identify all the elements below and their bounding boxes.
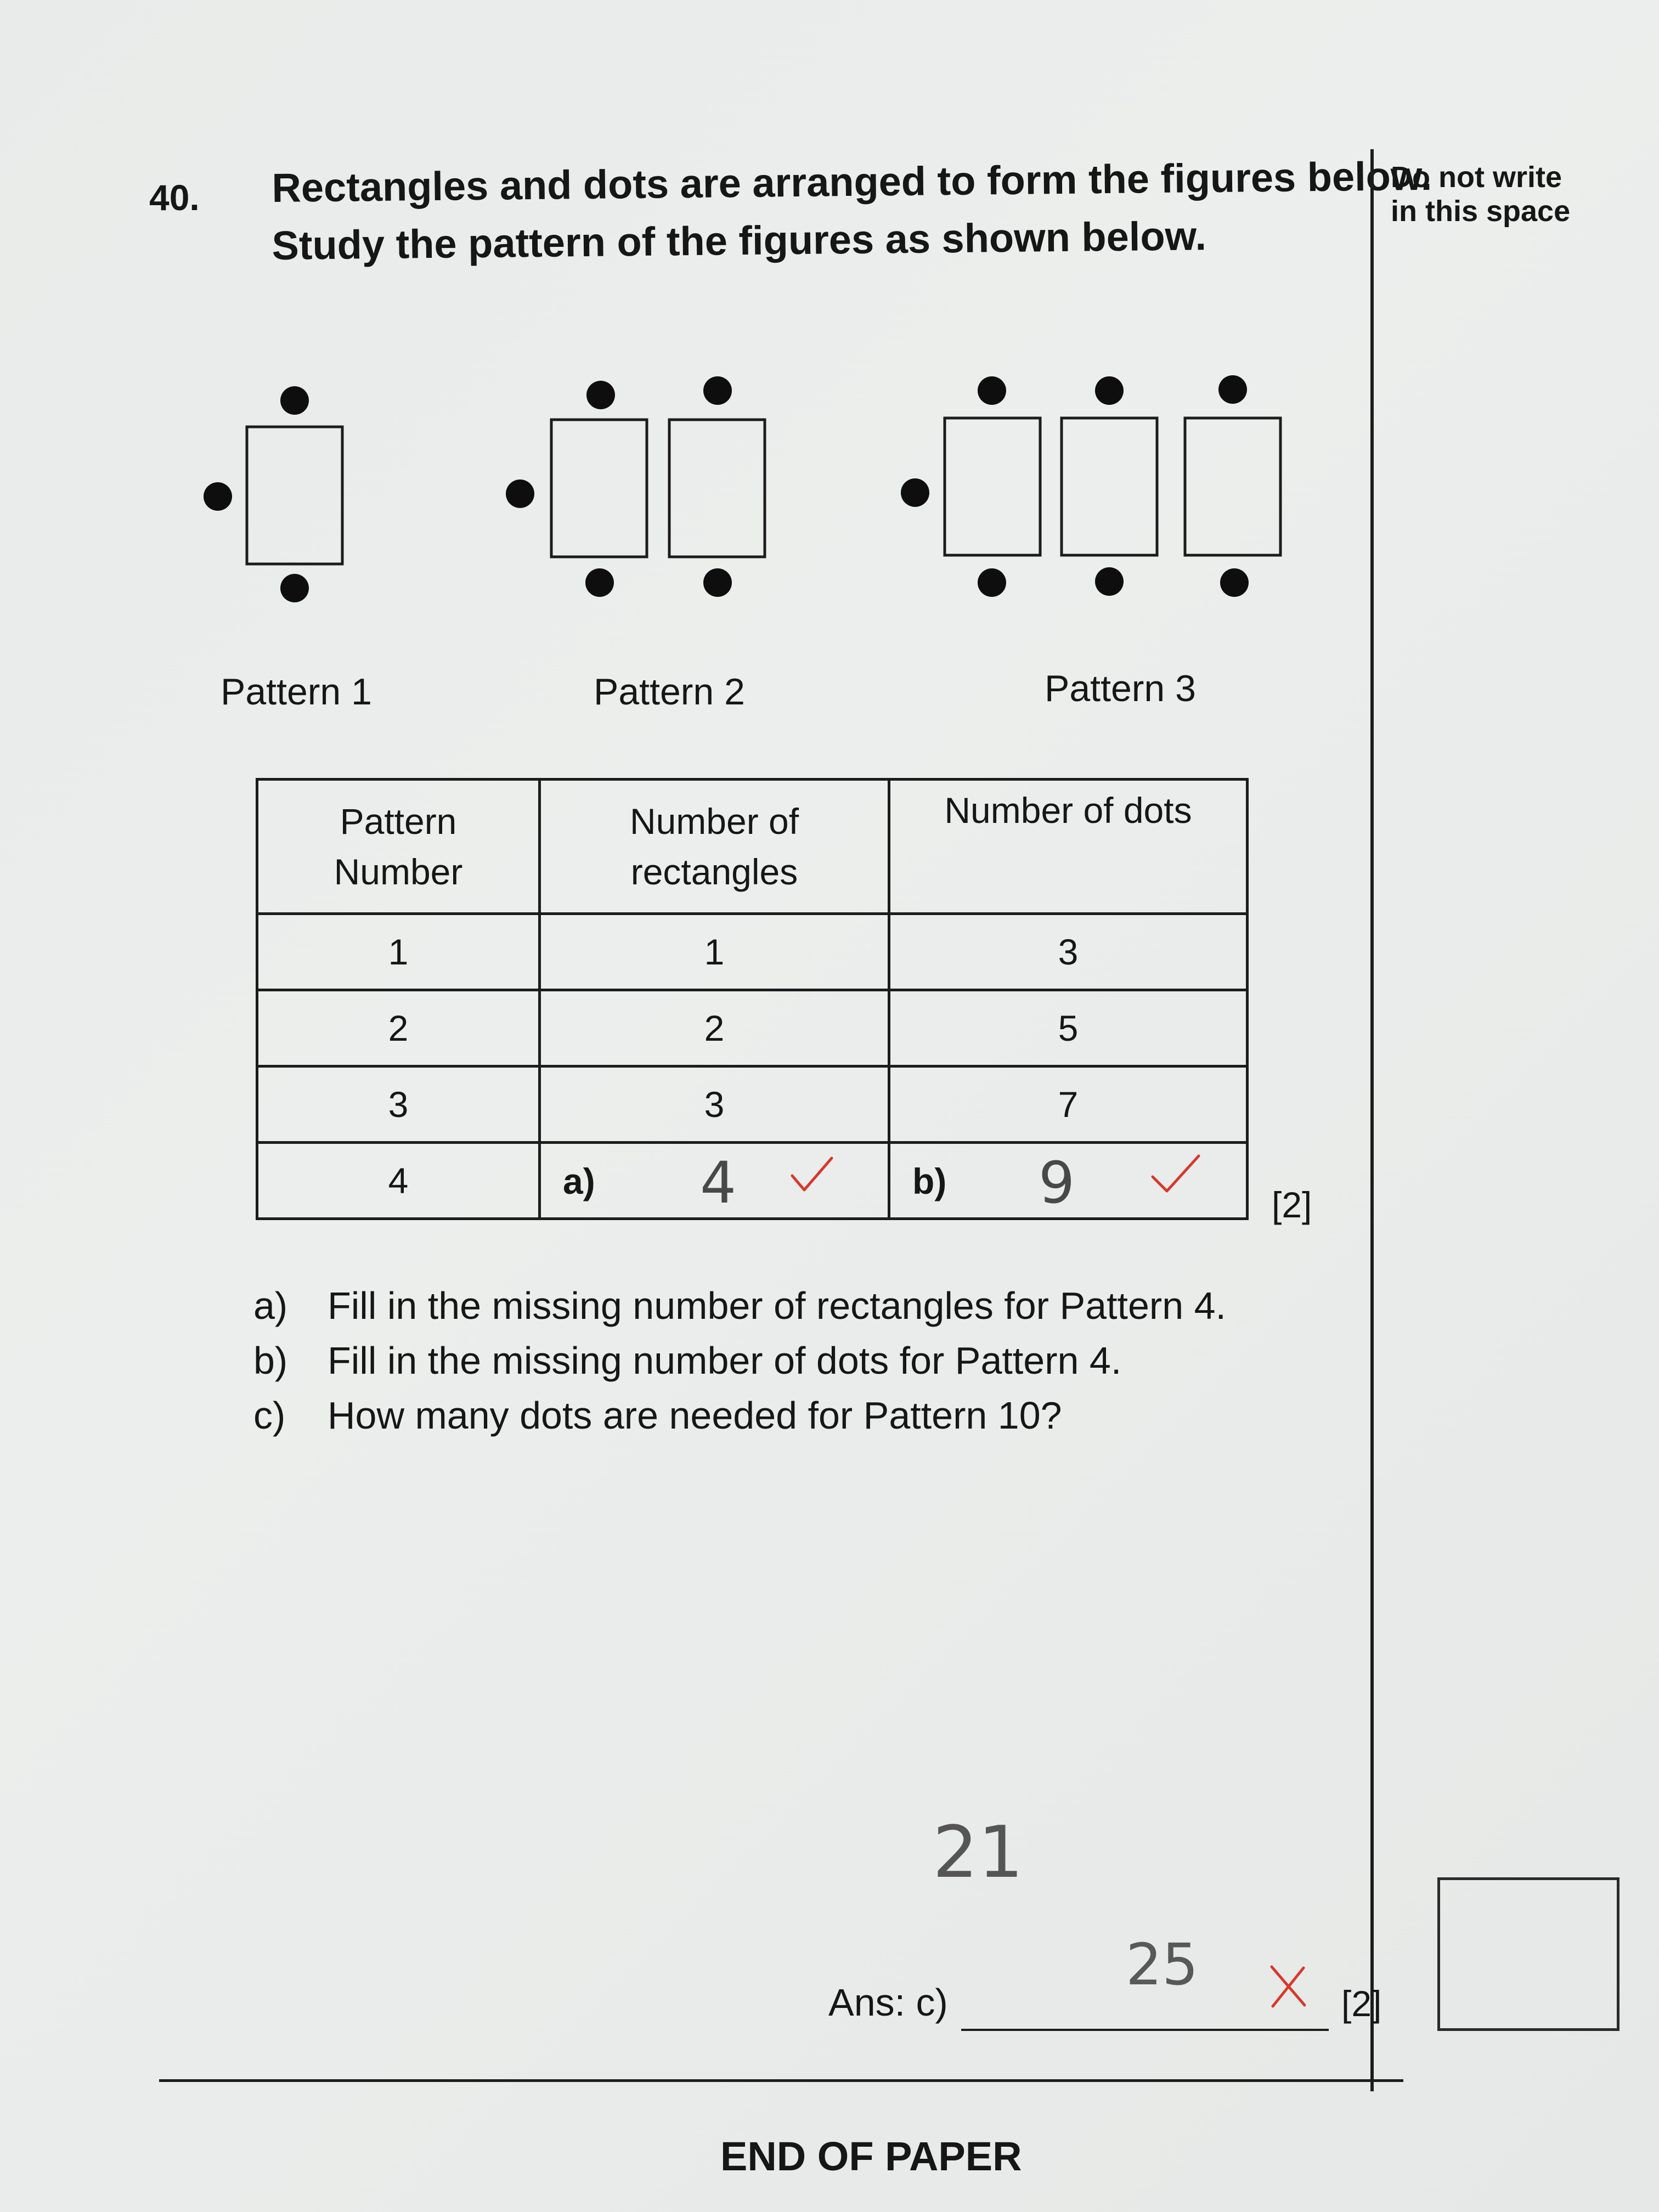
subquestion-text: How many dots are needed for Pattern 10? bbox=[328, 1394, 1062, 1437]
subquestion-label: c) bbox=[253, 1394, 286, 1437]
pattern-2-dot bbox=[506, 479, 534, 508]
pattern-1-dot bbox=[280, 574, 309, 602]
pattern-2-dot bbox=[586, 381, 615, 409]
answer-b-label: b) bbox=[912, 1161, 947, 1201]
subquestion-b: b) Fill in the missing number of dots for… bbox=[253, 1339, 1121, 1383]
cell-dots: 7 bbox=[888, 1065, 1249, 1144]
subquestion-text: Fill in the missing number of dots for P… bbox=[328, 1339, 1122, 1382]
pattern-3-dot bbox=[978, 376, 1006, 405]
cell-answer-a-wrap: a) 4 bbox=[541, 1144, 888, 1217]
marks-c: [2] bbox=[1341, 1983, 1382, 2024]
cell-pattern: 4 bbox=[256, 1141, 541, 1220]
cell-answer-b-wrap: b) 9 bbox=[890, 1144, 1246, 1217]
bottom-divider bbox=[159, 2079, 1403, 2082]
handwritten-working: 21 bbox=[933, 1810, 1024, 1894]
answer-b-handwritten: 9 bbox=[1039, 1149, 1075, 1216]
table-row: 3 3 7 bbox=[256, 1065, 1249, 1144]
pattern-3-dot bbox=[1220, 568, 1249, 597]
check-mark-icon bbox=[791, 1156, 833, 1192]
cell-rectangles: 3 bbox=[538, 1065, 890, 1144]
pattern-2-dot bbox=[703, 568, 732, 597]
pattern-2-rectangle-2 bbox=[668, 418, 766, 558]
answer-a-handwritten: 4 bbox=[700, 1149, 737, 1216]
header-pattern-number: Pattern Number bbox=[256, 778, 541, 915]
margin-note: Do not write in this space bbox=[1391, 160, 1570, 228]
cell-rectangles: 2 bbox=[538, 989, 890, 1068]
pattern-figures bbox=[204, 375, 1282, 602]
pattern-3-rectangle-1 bbox=[943, 416, 1042, 557]
margin-note-line-2: in this space bbox=[1391, 195, 1571, 228]
check-mark-icon bbox=[1151, 1154, 1200, 1193]
pattern-2-rectangle-1 bbox=[550, 418, 648, 558]
marks-ab: [2] bbox=[1272, 1184, 1312, 1225]
question-text-line-1: Rectangles and dots are arranged to form… bbox=[272, 153, 1432, 211]
answer-a-label: a) bbox=[563, 1161, 595, 1201]
pattern-3-dot bbox=[978, 568, 1006, 597]
cell-pattern: 1 bbox=[256, 912, 541, 991]
pattern-2-figure bbox=[506, 376, 766, 597]
cell-rectangles: 1 bbox=[538, 912, 890, 991]
question-number: 40. bbox=[149, 177, 200, 218]
cell-answer-a[interactable]: a) 4 bbox=[538, 1141, 890, 1220]
pattern-1-rectangle-1 bbox=[245, 425, 344, 566]
pattern-3-dot bbox=[1095, 567, 1124, 596]
table-row: 2 2 5 bbox=[256, 989, 1249, 1068]
pattern-3-rectangle-2 bbox=[1060, 416, 1159, 557]
pattern-2-dot bbox=[703, 376, 732, 405]
cross-mark-icon bbox=[1270, 1965, 1306, 2008]
end-of-paper: END OF PAPER bbox=[720, 2134, 1022, 2179]
header-text: Pattern bbox=[340, 801, 457, 842]
marking-box bbox=[1437, 1877, 1620, 2031]
subquestion-label: a) bbox=[253, 1284, 288, 1327]
pattern-3-dot bbox=[901, 478, 929, 507]
pattern-3-dot bbox=[1095, 376, 1124, 405]
pattern-table: Pattern Number Number of rectangles Numb… bbox=[256, 778, 1249, 1220]
pattern-1-label: Pattern 1 bbox=[221, 671, 372, 713]
pattern-3-figure bbox=[901, 375, 1282, 597]
pattern-3-rectangle-3 bbox=[1183, 416, 1282, 557]
subquestion-text: Fill in the missing number of rectangles… bbox=[328, 1284, 1226, 1327]
table-header-row: Pattern Number Number of rectangles Numb… bbox=[256, 778, 1249, 915]
answer-label: Ans: c) bbox=[828, 1981, 948, 2024]
cell-dots: 3 bbox=[888, 912, 1249, 991]
answer-handwritten: 25 bbox=[1126, 1931, 1199, 1998]
cell-dots: 5 bbox=[888, 989, 1249, 1068]
header-number-of-rectangles: Number of rectangles bbox=[538, 778, 890, 915]
pattern-2-dot bbox=[585, 568, 614, 597]
answer-line[interactable] bbox=[961, 2029, 1329, 2031]
header-text: Number of bbox=[629, 801, 799, 842]
subquestion-label: b) bbox=[253, 1339, 288, 1382]
header-number-of-dots: Number of dots bbox=[888, 778, 1249, 915]
question-text-line-2: Study the pattern of the figures as show… bbox=[272, 213, 1207, 268]
pattern-1-figure bbox=[204, 386, 344, 602]
margin-note-line-1: Do not write bbox=[1391, 161, 1562, 194]
header-text: rectangles bbox=[630, 851, 798, 892]
pattern-3-dot bbox=[1218, 375, 1247, 404]
table-row-answer: 4 a) 4 b) 9 bbox=[256, 1141, 1249, 1220]
pattern-2-label: Pattern 2 bbox=[594, 671, 745, 713]
subquestion-a: a) Fill in the missing number of rectangl… bbox=[253, 1284, 1226, 1328]
table-row: 1 1 3 bbox=[256, 912, 1249, 991]
header-text: Number bbox=[334, 851, 463, 892]
margin-divider bbox=[1370, 149, 1374, 2091]
subquestion-c: c) How many dots are needed for Pattern 1… bbox=[253, 1393, 1062, 1437]
cell-answer-b[interactable]: b) 9 bbox=[888, 1141, 1249, 1220]
cell-pattern: 3 bbox=[256, 1065, 541, 1144]
pattern-1-dot bbox=[280, 386, 309, 415]
cell-pattern: 2 bbox=[256, 989, 541, 1068]
pattern-3-label: Pattern 3 bbox=[1045, 668, 1196, 709]
header-text: Number of dots bbox=[944, 790, 1192, 831]
pattern-1-dot bbox=[204, 482, 232, 511]
